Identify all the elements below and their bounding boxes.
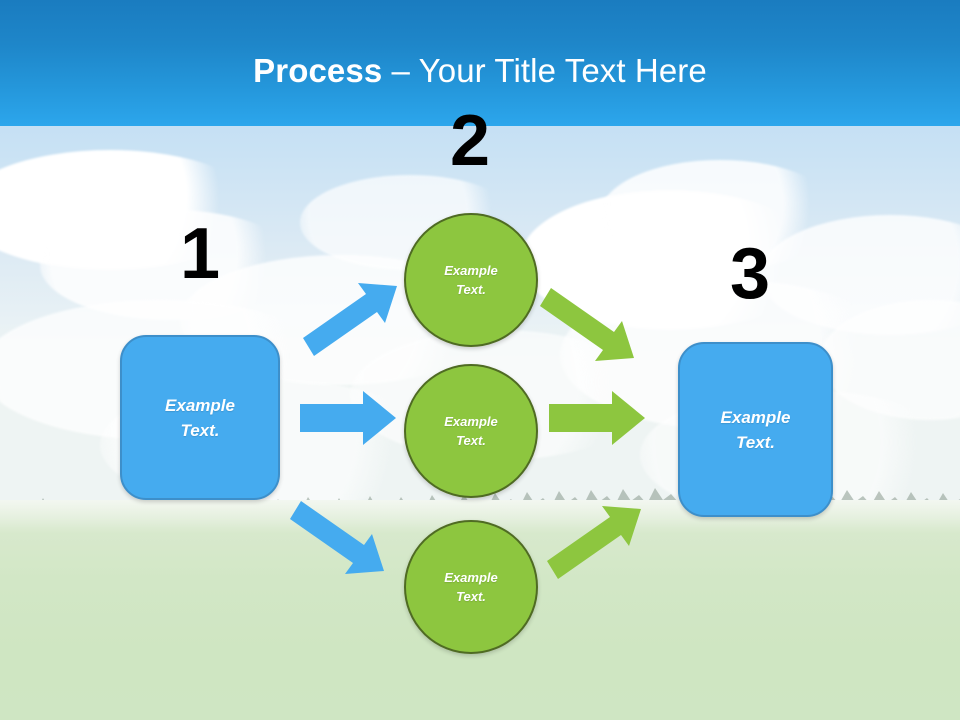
page-title-bold: Process	[253, 52, 383, 89]
process-box-right-label: Example Text.	[721, 405, 791, 455]
step-number-1: 1	[179, 214, 221, 294]
label-line-2: Text.	[456, 282, 486, 297]
process-circle-top-label: Example Text.	[444, 261, 497, 299]
process-circle-middle[interactable]: Example Text.	[404, 364, 538, 498]
step-number-3: 3	[729, 234, 771, 314]
label-line-1: Example	[444, 263, 498, 278]
process-circle-bottom[interactable]: Example Text.	[404, 520, 538, 654]
page-title: Process – Your Title Text Here	[0, 52, 960, 90]
page-title-regular: – Your Title Text Here	[382, 52, 707, 89]
label-line-1: Example	[444, 414, 498, 429]
process-circle-top[interactable]: Example Text.	[404, 213, 538, 347]
label-line-1: Example	[444, 570, 498, 585]
process-box-right[interactable]: Example Text.	[678, 342, 833, 517]
title-band	[0, 0, 960, 126]
process-circle-middle-label: Example Text.	[444, 412, 497, 450]
step-number-2: 2	[449, 101, 491, 181]
label-line-2: Text.	[456, 589, 486, 604]
process-box-left-label: Example Text.	[165, 393, 235, 443]
process-box-left[interactable]: Example Text.	[120, 335, 280, 500]
label-line-2: Text.	[180, 420, 220, 440]
label-line-2: Text.	[735, 432, 776, 452]
process-circle-bottom-label: Example Text.	[444, 568, 497, 606]
label-line-1: Example	[720, 407, 791, 427]
label-line-2: Text.	[456, 433, 486, 448]
label-line-1: Example	[165, 395, 235, 415]
